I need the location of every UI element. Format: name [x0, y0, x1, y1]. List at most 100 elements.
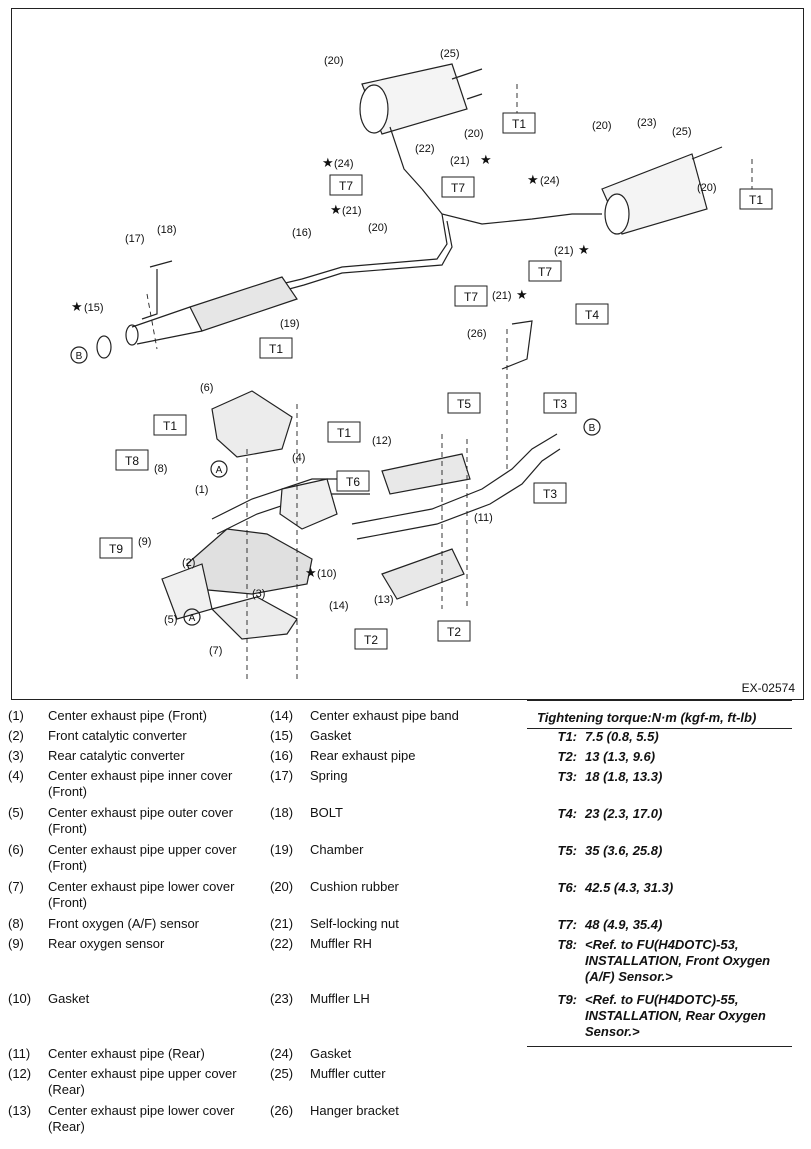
legend-number: (6): [8, 842, 24, 857]
legend-number: (23): [270, 991, 294, 1006]
torque-row: T5:35 (3.6, 25.8): [527, 843, 792, 880]
legend-text: Hanger bracket: [310, 1103, 399, 1118]
connector-a-lower: A: [189, 613, 196, 624]
legend-entry: (23)Muffler LH: [270, 991, 532, 1046]
connector-b-right: B: [589, 423, 596, 434]
torque-row: T1:7.5 (0.8, 5.5): [527, 729, 792, 749]
legend-entry: (11)Center exhaust pipe (Rear): [8, 1046, 270, 1066]
legend-entry: (20)Cushion rubber: [270, 879, 532, 916]
legend-text: Center exhaust pipe outer cover (Front): [48, 805, 233, 836]
torque-box-t3: T3: [543, 487, 557, 501]
parts-legend: (1)Center exhaust pipe (Front)(14)Center…: [8, 708, 528, 1140]
legend-number: (12): [8, 1066, 32, 1081]
legend-number: (2): [8, 728, 24, 743]
exploded-diagram: (20) (25) (20) (22) (24) (21) (21) (20) …: [11, 8, 804, 700]
legend-number: (13): [8, 1103, 32, 1118]
legend-text: Gasket: [310, 1046, 352, 1061]
callout-20c: (20): [368, 222, 388, 234]
legend-entry: (26) Hanger bracket: [270, 1103, 532, 1140]
legend-text: Rear catalytic converter: [48, 748, 185, 763]
legend-entry: (1) Center exhaust pipe (Front): [8, 708, 270, 728]
callout-20d: (20): [592, 120, 612, 132]
legend-number: (3): [8, 748, 24, 763]
torque-value: 18 (1.8, 13.3): [585, 769, 663, 784]
star-icon: ★: [305, 565, 317, 580]
legend-row: (6)Center exhaust pipe upper cover (Fron…: [8, 842, 528, 879]
torque-box-t7: T7: [464, 290, 478, 304]
lower-cover-rear: [381, 548, 465, 600]
callout-21a: (21): [450, 155, 470, 167]
callout-24a: (24): [334, 158, 354, 170]
callout-20e: (20): [697, 182, 717, 194]
callout-23: (23): [637, 117, 657, 129]
callout-21c: (21): [554, 245, 574, 257]
legend-entry: (7)Center exhaust pipe lower cover (Fron…: [8, 879, 270, 916]
legend-text: BOLT: [310, 805, 343, 820]
callout-22: (22): [415, 143, 435, 155]
legend-number: (22): [270, 936, 294, 951]
torque-box-t2: T2: [447, 625, 461, 639]
torque-row: T4:23 (2.3, 17.0): [527, 806, 792, 843]
diagram-id-label: EX-02574: [741, 681, 795, 695]
torque-key: T5:: [557, 843, 578, 858]
legend-number: (1): [8, 708, 24, 723]
legend-text: Center exhaust pipe (Front): [48, 708, 207, 723]
legend-entry: (5)Center exhaust pipe outer cover (Fron…: [8, 805, 270, 842]
legend-entry: (6)Center exhaust pipe upper cover (Fron…: [8, 842, 270, 879]
muffler-rh-pipe: [389, 126, 423, 190]
legend-text: Chamber: [310, 842, 364, 857]
callout-26: (26): [467, 328, 487, 340]
torque-box-t3: T3: [553, 397, 567, 411]
torque-key: T4:: [557, 806, 578, 821]
callout-19: (19): [280, 318, 300, 330]
legend-row: (7)Center exhaust pipe lower cover (Fron…: [8, 879, 528, 916]
lower-cover-front: [210, 596, 298, 640]
legend-text: Gasket: [48, 991, 90, 1006]
legend-entry: (8)Front oxygen (A/F) sensor: [8, 916, 270, 936]
muffler-rh-end: [359, 84, 389, 134]
torque-key: T2:: [557, 749, 578, 764]
callout-4: (4): [292, 452, 305, 464]
torque-box-t1: T1: [163, 419, 177, 433]
exhaust-system-drawing: (20) (25) (20) (22) (24) (21) (21) (20) …: [70, 48, 773, 679]
torque-row: T3:18 (1.8, 13.3): [527, 769, 792, 806]
legend-entry: (13)Center exhaust pipe lower cover (Rea…: [8, 1103, 270, 1140]
callout-25a: (25): [440, 48, 460, 60]
legend-entry: (25)Muffler cutter: [270, 1066, 532, 1103]
torque-table: Tightening torque:N·m (kgf-m, ft-lb) T1:…: [527, 700, 792, 1047]
rear-exhaust-pipe: [421, 188, 602, 225]
torque-bottom-rule: [527, 1046, 792, 1047]
legend-row: (8)Front oxygen (A/F) sensor(21)Self-loc…: [8, 916, 528, 936]
torque-box-t8: T8: [125, 454, 139, 468]
torque-box-t1: T1: [512, 117, 526, 131]
torque-box-t1: T1: [749, 193, 763, 207]
torque-box-t1: T1: [269, 342, 283, 356]
inner-cover-front: [279, 478, 338, 530]
callout-13: (13): [374, 594, 394, 606]
torque-box-t9: T9: [109, 542, 123, 556]
legend-number: (26): [270, 1103, 294, 1118]
upper-cover-front: [211, 390, 293, 458]
legend-text: Center exhaust pipe inner cover (Front): [48, 768, 233, 799]
legend-text: Center exhaust pipe (Rear): [48, 1046, 205, 1061]
callout-16: (16): [292, 227, 312, 239]
star-icon: ★: [71, 299, 83, 314]
connector-a-upper: A: [216, 465, 223, 476]
torque-value: <Ref. to FU(H4DOTC)-53, INSTALLATION, Fr…: [585, 937, 771, 984]
callout-1: (1): [195, 484, 208, 496]
legend-entry: (15)Gasket: [270, 728, 532, 748]
legend-text: Rear oxygen sensor: [48, 936, 165, 951]
star-icon: ★: [322, 155, 334, 170]
torque-value: 48 (4.9, 35.4): [585, 917, 663, 932]
legend-text: Self-locking nut: [310, 916, 399, 931]
torque-box-t2: T2: [364, 633, 378, 647]
star-icon: ★: [578, 242, 590, 257]
legend-row: (12)Center exhaust pipe upper cover (Rea…: [8, 1066, 528, 1103]
legend-number: (16): [270, 748, 294, 763]
legend-number: (4): [8, 768, 24, 783]
torque-box-t7: T7: [451, 181, 465, 195]
torque-box-t7: T7: [339, 179, 353, 193]
legend-text: Center exhaust pipe band: [310, 708, 459, 723]
legend-number: (19): [270, 842, 294, 857]
legend-row: (5)Center exhaust pipe outer cover (Fron…: [8, 805, 528, 842]
